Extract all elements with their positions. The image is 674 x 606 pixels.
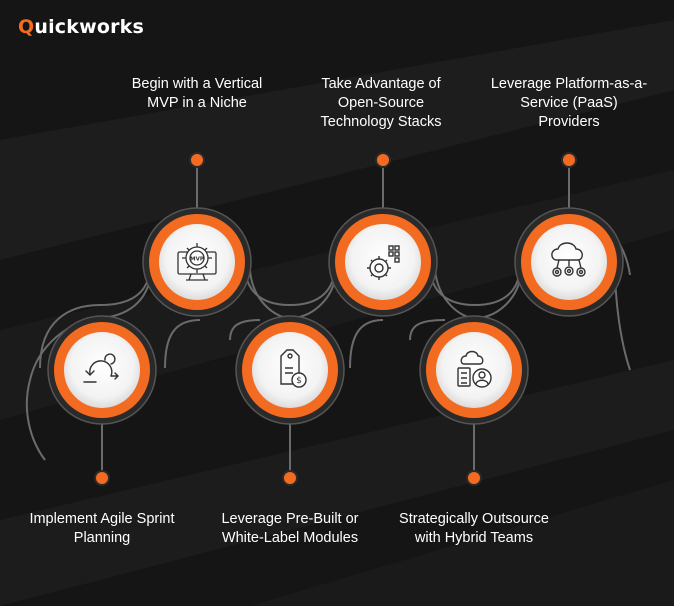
- step-label-agile-sprint: Implement Agile Sprint Planning: [29, 511, 175, 546]
- step-circle-prebuilt-modules: [235, 315, 345, 425]
- cloud-gears-icon: [551, 242, 586, 277]
- step-label-hybrid-teams: Strategically Outsource with Hybrid Team…: [399, 511, 549, 546]
- price-tag-dollar-icon: $: [280, 349, 307, 388]
- gear-code-icon: [367, 245, 400, 280]
- svg-text:$: $: [296, 376, 302, 386]
- cloud-server-user-icon: [457, 350, 492, 388]
- mvp-gear-monitor-icon: MVP: [177, 243, 217, 281]
- step-label-prebuilt-modules: Leverage Pre-Built or White-Label Module…: [221, 511, 359, 546]
- step-circle-open-source: [328, 207, 438, 317]
- svg-text:MVP: MVP: [190, 257, 204, 263]
- step-circle-hybrid-teams: [419, 315, 529, 425]
- agile-sprint-cycle-icon: [83, 353, 119, 383]
- stem-dots: [94, 152, 577, 486]
- step-label-vertical-mvp: Begin with a Vertical MVP in a Niche: [131, 76, 263, 111]
- step-circle-agile-sprint: [47, 315, 157, 425]
- connector-line: [39, 264, 631, 371]
- step-label-open-source: Take Advantage of Open-Source Technology…: [320, 76, 442, 130]
- step-label-paas: Leverage Platform-as-a-Service (PaaS) Pr…: [490, 76, 648, 130]
- quickworks-logo: Quickworks: [18, 16, 145, 38]
